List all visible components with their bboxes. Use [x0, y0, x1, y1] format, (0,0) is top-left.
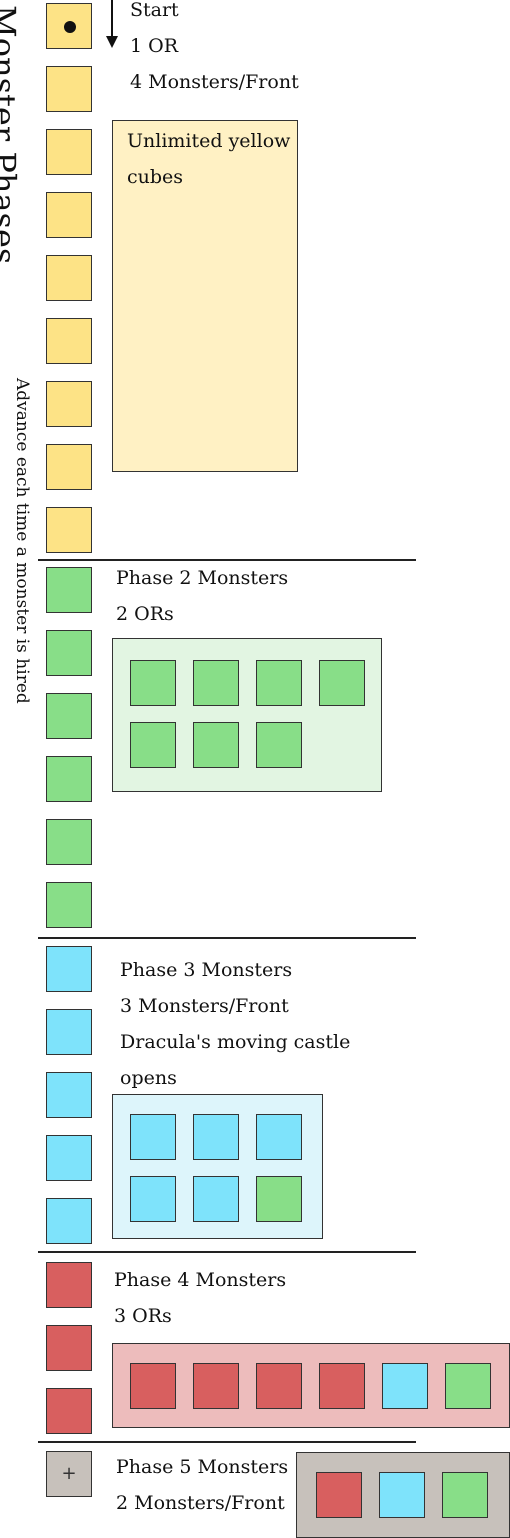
- plus-icon: +: [61, 1463, 77, 1484]
- monster-cube-green: [445, 1363, 491, 1409]
- phase-1-line-3: 4 Monsters/Front: [130, 71, 299, 93]
- phase-1-panel-text-2: cubes: [127, 166, 184, 188]
- monster-cube-blue: [256, 1114, 302, 1160]
- monster-cube-blue: [379, 1472, 425, 1518]
- track-box-phase-2: [46, 882, 92, 928]
- track-box-phase-4: [46, 1388, 92, 1434]
- phase-3-line-4: opens: [120, 1067, 177, 1089]
- monster-cube-blue: [382, 1363, 428, 1409]
- track-box-phase-1: [46, 318, 92, 364]
- track-box-phase-5: +: [46, 1451, 92, 1497]
- title: Monster Phases: [0, 5, 23, 265]
- monster-cube-green: [442, 1472, 488, 1518]
- track-box-phase-2: [46, 756, 92, 802]
- subtitle: Advance each time a monster is hired: [12, 378, 32, 704]
- phase-2-line-2: 2 ORs: [116, 603, 174, 625]
- dot-icon: [64, 21, 76, 33]
- monster-cube-green: [319, 660, 365, 706]
- monster-cube-green: [130, 660, 176, 706]
- divider-1: [38, 559, 416, 561]
- monster-cube-green: [256, 660, 302, 706]
- track-box-phase-1: [46, 444, 92, 490]
- track-box-phase-3: [46, 946, 92, 992]
- divider-3: [38, 1251, 416, 1253]
- track-box-phase-2: [46, 819, 92, 865]
- title-block: Monster Phases Advance each time a monst…: [0, 0, 40, 720]
- monster-cube-green: [256, 722, 302, 768]
- track-box-phase-1: [46, 255, 92, 301]
- track-box-phase-1: [46, 3, 92, 49]
- phase-1-line-2: 1 OR: [130, 35, 179, 57]
- monster-cube-red: [193, 1363, 239, 1409]
- monster-cube-red: [130, 1363, 176, 1409]
- monster-cube-red: [319, 1363, 365, 1409]
- phase-3-line-3: Dracula's moving castle: [120, 1031, 351, 1053]
- phase-5-line-1: Phase 5 Monsters: [116, 1456, 289, 1478]
- phase-1-panel: Unlimited yellow cubes: [112, 120, 298, 472]
- monster-cube-green: [130, 722, 176, 768]
- monster-cube-red: [316, 1472, 362, 1518]
- monster-cube-blue: [130, 1176, 176, 1222]
- phase-1-line-1: Start: [130, 0, 179, 21]
- monster-cube-blue: [193, 1176, 239, 1222]
- divider-2: [38, 937, 416, 939]
- phase-4-line-2: 3 ORs: [114, 1305, 172, 1327]
- track-box-phase-3: [46, 1009, 92, 1055]
- phase-2-line-1: Phase 2 Monsters: [116, 567, 289, 589]
- track-box-phase-1: [46, 192, 92, 238]
- track-box-phase-1: [46, 129, 92, 175]
- divider-4: [38, 1441, 416, 1443]
- track-box-phase-1: [46, 66, 92, 112]
- track-box-phase-1: [46, 507, 92, 553]
- phase-4-line-1: Phase 4 Monsters: [114, 1269, 287, 1291]
- monster-cube-green: [193, 660, 239, 706]
- monster-cube-blue: [193, 1114, 239, 1160]
- monster-cube-blue: [130, 1114, 176, 1160]
- track-box-phase-3: [46, 1135, 92, 1181]
- track-box-phase-2: [46, 567, 92, 613]
- phase-1-panel-text-1: Unlimited yellow: [127, 130, 291, 152]
- track-box-phase-4: [46, 1325, 92, 1371]
- phase-4-pool-panel: [112, 1343, 510, 1428]
- monster-cube-green: [256, 1176, 302, 1222]
- monster-cube-green: [193, 722, 239, 768]
- phase-3-line-1: Phase 3 Monsters: [120, 959, 293, 981]
- track-box-phase-2: [46, 693, 92, 739]
- monster-cube-red: [256, 1363, 302, 1409]
- track-box-phase-4: [46, 1262, 92, 1308]
- track-box-phase-2: [46, 630, 92, 676]
- down-arrow-icon: [106, 0, 118, 48]
- phase-3-line-2: 3 Monsters/Front: [120, 995, 289, 1017]
- phase-5-line-2: 2 Monsters/Front: [116, 1492, 285, 1514]
- track-box-phase-3: [46, 1198, 92, 1244]
- track-box-phase-1: [46, 381, 92, 427]
- track-box-phase-3: [46, 1072, 92, 1118]
